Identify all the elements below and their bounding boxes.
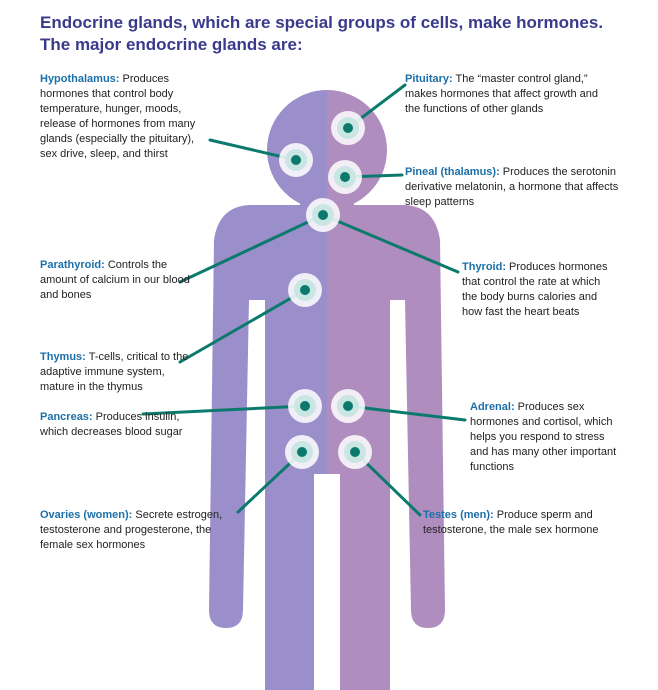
hypothalamus-description: Produces hormones that control body temp… [40, 73, 196, 160]
pancreas-marker [288, 389, 322, 423]
hypothalamus-label: Hypothalamus: Produces hormones that con… [40, 72, 210, 162]
pineal-description: Produces the serotonin derivative melato… [405, 166, 619, 208]
connector-lines [141, 83, 467, 517]
ovaries-description: Secrete estrogen, testosterone and proge… [40, 509, 223, 551]
adrenal-label: Adrenal: Produces sex hormones and corti… [470, 400, 620, 475]
pancreas-description: Produces insulin, which decreases blood … [40, 411, 183, 438]
ovaries-marker [285, 435, 319, 469]
pineal-label: Pineal (thalamus): Produces the serotoni… [405, 165, 620, 210]
parathyroid-connector [178, 213, 325, 284]
title-line-1: Endocrine glands, which are special grou… [40, 13, 604, 32]
testes-name: Testes (men): [423, 509, 494, 521]
thymus-marker [288, 273, 322, 307]
parathyroid-name: Parathyroid: [40, 259, 105, 271]
pituitary-label: Pituitary: The “master control gland,” m… [405, 72, 610, 117]
testes-label: Testes (men): Produce sperm and testoste… [423, 508, 608, 538]
pituitary-marker [331, 111, 365, 145]
adrenal-connector [346, 404, 467, 422]
pancreas-connector [141, 404, 307, 416]
diagram-title: Endocrine glands, which are special grou… [40, 12, 650, 56]
testes-marker [338, 435, 372, 469]
thyroid-connector [321, 213, 460, 274]
parathyroid-description: Controls the amount of calcium in our bl… [40, 259, 190, 301]
testes-description: Produce sperm and testosterone, the male… [423, 509, 599, 536]
title-line-2: The major endocrine glands are: [40, 35, 303, 54]
pancreas-label: Pancreas: Produces insulin, which decrea… [40, 410, 200, 440]
ovaries-name: Ovaries (women): [40, 509, 133, 521]
thymus-name: Thymus: [40, 351, 86, 363]
parathyroid-label: Parathyroid: Controls the amount of calc… [40, 258, 190, 303]
hypothalamus-marker [279, 143, 313, 177]
thymus-description: T-cells, critical to the adaptive immune… [40, 351, 189, 393]
leg-gap [314, 474, 340, 690]
adrenal-marker [331, 389, 365, 423]
thymus-label: Thymus: T-cells, critical to the adaptiv… [40, 350, 195, 395]
pineal-name: Pineal (thalamus): [405, 166, 500, 178]
ovaries-label: Ovaries (women): Secrete estrogen, testo… [40, 508, 240, 553]
parathyroid-marker [306, 198, 340, 232]
hypothalamus-name: Hypothalamus: [40, 73, 120, 85]
adrenal-description: Produces sex hormones and cortisol, whic… [470, 401, 617, 473]
gland-markers [279, 111, 372, 469]
thymus-connector [178, 288, 307, 364]
thyroid-label: Thyroid: Produces hormones that control … [462, 260, 612, 320]
pineal-marker [328, 160, 362, 194]
pancreas-name: Pancreas: [40, 411, 93, 423]
pituitary-name: Pituitary: [405, 73, 453, 85]
adrenal-name: Adrenal: [470, 401, 515, 413]
pituitary-description: The “master control gland,” makes hormon… [405, 73, 599, 115]
thyroid-description: Produces hormones that control the rate … [462, 261, 608, 318]
thyroid-name: Thyroid: [462, 261, 506, 273]
